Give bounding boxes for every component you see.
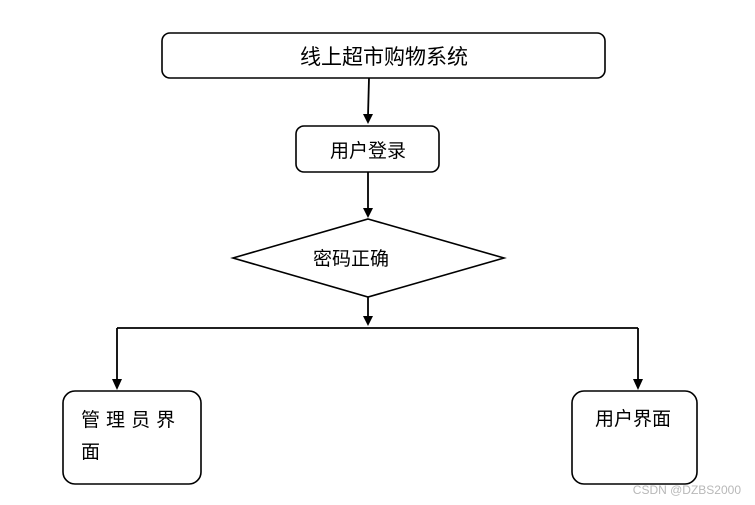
node-admin-interface: 管 理 员 界 面 xyxy=(62,390,202,485)
node-user-login: 用户登录 xyxy=(295,125,440,173)
node-login-label: 用户登录 xyxy=(330,140,406,162)
node-admin-label-line2: 面 xyxy=(81,441,100,463)
node-admin-label-line1: 管 理 员 界 xyxy=(81,409,175,431)
node-system-box xyxy=(161,32,606,79)
edge-system-to-login xyxy=(363,77,373,124)
arrowhead xyxy=(363,316,373,326)
node-user-box xyxy=(571,390,698,485)
node-online-supermarket-system: 线上超市购物系统 xyxy=(161,32,606,79)
arrowhead xyxy=(112,379,122,390)
arrowhead xyxy=(363,208,373,218)
node-decision-label: 密码正确 xyxy=(313,248,389,270)
arrowhead xyxy=(363,114,373,124)
edge-login-to-decision xyxy=(363,172,373,218)
arrowhead xyxy=(633,379,643,390)
edge-branch-to-admin xyxy=(112,328,122,390)
edge-decision-to-branch xyxy=(117,297,638,329)
node-user-interface: 用户界面 xyxy=(571,390,698,485)
node-admin-box xyxy=(62,390,202,485)
node-system-label: 线上超市购物系统 xyxy=(300,45,468,69)
node-user-label: 用户界面 xyxy=(595,408,671,430)
edge-branch-to-user xyxy=(633,328,643,390)
node-password-check: 密码正确 xyxy=(230,218,507,298)
watermark-text: CSDN @DZBS2000 xyxy=(633,483,742,497)
